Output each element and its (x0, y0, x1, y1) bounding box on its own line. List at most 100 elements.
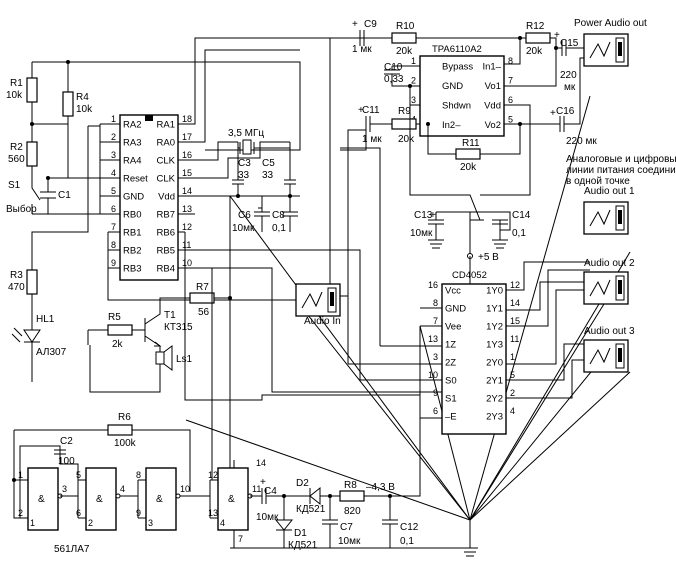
minus-supply-label: –4,3 В (366, 482, 395, 493)
mux-pins_right-2-name: 1Y2 (486, 322, 503, 333)
amp-pins_left-2-name: Shdwn (442, 101, 471, 112)
nand-gate-1-symbol: & (38, 494, 45, 505)
mux-pins_right-4-name: 2Y0 (486, 358, 503, 369)
r10-value: 20k (396, 46, 413, 57)
r1-ref: R1 (10, 78, 23, 89)
c11-value: 1 мк (362, 134, 382, 145)
resistor-r2 (26, 141, 38, 167)
mux-pins_left-3-num: 13 (428, 334, 438, 344)
c12-ref: C12 (400, 522, 419, 533)
mux-pins_right-5-name: 2Y1 (486, 376, 503, 387)
nand-gate-4-symbol: & (228, 494, 235, 505)
nand-gate-4-vcc-pin: 14 (256, 458, 266, 468)
nand-gate-3-symbol: & (156, 494, 163, 505)
resistor-r3 (26, 269, 38, 295)
mcu-pins_left-3-num: 4 (111, 168, 116, 178)
c2-ref: C2 (60, 436, 73, 447)
mux-pins_right-0-num: 12 (510, 280, 520, 290)
amp-pins_right-2-name: Vdd (484, 101, 501, 112)
c13-plus: + (430, 210, 436, 221)
nand-gate-4-in-a: 12 (208, 470, 218, 480)
d2-type: КД521 (296, 504, 326, 515)
amp-pins_right-3-num: 5 (508, 115, 513, 125)
c15-ref: C15 (560, 38, 579, 49)
plus5-label: +5 В (478, 252, 499, 263)
c3-ref: C3 (238, 158, 251, 169)
r12-ref: R12 (526, 21, 545, 32)
mcu-pins_left-7-num: 8 (111, 240, 116, 250)
mux-pins_left-7-num: 6 (433, 406, 438, 416)
mux-pins_left-7-name: –E (445, 412, 457, 423)
mux-pins_right-1-name: 1Y1 (486, 304, 503, 315)
wiring-note: Аналоговые и цифровые линии питания соед… (566, 153, 676, 187)
c4-ref: C4 (264, 486, 277, 497)
c11-plus: + (358, 105, 364, 116)
r5-value: 2k (112, 339, 124, 350)
mux-pins_left-3-name: 1Z (445, 340, 456, 351)
c4-value: 10мк (256, 512, 279, 523)
nand-gate-3 (145, 467, 177, 531)
c12-value: 0,1 (400, 536, 414, 547)
mcu-pins_left-0-num: 1 (111, 114, 116, 124)
mux-pins_right-2-num: 15 (510, 316, 520, 326)
crystal-label: 3,5 МГц (228, 128, 264, 139)
r9-value: 20k (398, 134, 415, 145)
mux-pins_left-6-num: 9 (433, 388, 438, 398)
nand-gate-2-out: 4 (120, 484, 125, 494)
c10-ref: C10 (384, 62, 403, 73)
amp-pins_right-0-name: In1– (483, 62, 502, 73)
nand-gate-2-index: 2 (88, 518, 93, 528)
resistor-r5 (107, 324, 133, 336)
mcu-pins_left-2-num: 3 (111, 150, 116, 160)
audio-out-3-label: Audio out 3 (584, 326, 635, 337)
mux-pins_right-3-name: 1Y3 (486, 340, 503, 351)
amp-pins_right-3-name: Vo2 (485, 120, 501, 131)
c15-plus: + (554, 30, 560, 41)
mux-pins_right-7-num: 4 (510, 406, 515, 416)
c7-value: 10мк (338, 536, 361, 547)
mcu-pins_right-5-num: 13 (182, 204, 192, 214)
amp-pins_left-2-num: 3 (411, 95, 416, 105)
mcu-pins_right-1-name: RA0 (157, 138, 175, 149)
c16-value: 220 мк (566, 136, 597, 147)
mcu-pins_right-0-num: 18 (182, 114, 192, 124)
mux-pins_left-0-name: Vcc (445, 286, 461, 297)
note-line-3: в одной точке (566, 176, 630, 187)
nand-gate-2-in-a: 5 (76, 470, 81, 480)
mux-pins_left-2-num: 7 (433, 316, 438, 326)
r1-value: 10k (6, 90, 23, 101)
c3-value: 33 (238, 170, 250, 181)
c13-ref: C13 (414, 210, 433, 221)
mcu-pins_left-6-num: 7 (111, 222, 116, 232)
amp-pins_right-0-num: 8 (508, 56, 513, 66)
mcu-pins_left-8-name: RB3 (123, 264, 141, 275)
r4-ref: R4 (76, 92, 89, 103)
mux-pins_right-1-num: 14 (510, 298, 520, 308)
mcu-pins_left-4-num: 5 (111, 186, 116, 196)
nand-gate-2-in-b: 6 (76, 508, 81, 518)
mcu-pins_right-3-num: 15 (182, 168, 192, 178)
c16-plus: + (550, 108, 556, 119)
c7-ref: C7 (340, 522, 353, 533)
star-ground (185, 95, 631, 557)
mux-pins_left-1-num: 8 (433, 298, 438, 308)
nand-gate-4-out: 11 (252, 484, 261, 494)
c5-ref: C5 (262, 158, 275, 169)
mcu-pins_left-0-name: RA2 (123, 120, 141, 131)
hl1-type: АЛ307 (36, 347, 67, 358)
c11-ref: C11 (362, 105, 380, 116)
mux-pins_right-7-name: 2Y3 (486, 412, 503, 423)
audio-in-label: Audio In (304, 316, 341, 327)
mcu-pins_right-6-num: 12 (182, 222, 192, 232)
amplifier-name: TPA6110A2 (432, 44, 482, 55)
c4-plus: + (260, 477, 266, 488)
r7-value: 56 (198, 307, 210, 318)
amp-pins_right-1-num: 7 (508, 76, 513, 86)
mcu-pins_right-1-num: 17 (182, 132, 192, 142)
mux-pins_left-4-name: 2Z (445, 358, 456, 369)
nand-gate-1 (27, 467, 59, 531)
mcu-pins_left-5-name: RB0 (123, 210, 141, 221)
r7-ref: R7 (196, 282, 209, 293)
amp-pins_right-1-name: Vo1 (485, 81, 501, 92)
mcu-pins_right-8-num: 10 (182, 258, 192, 268)
